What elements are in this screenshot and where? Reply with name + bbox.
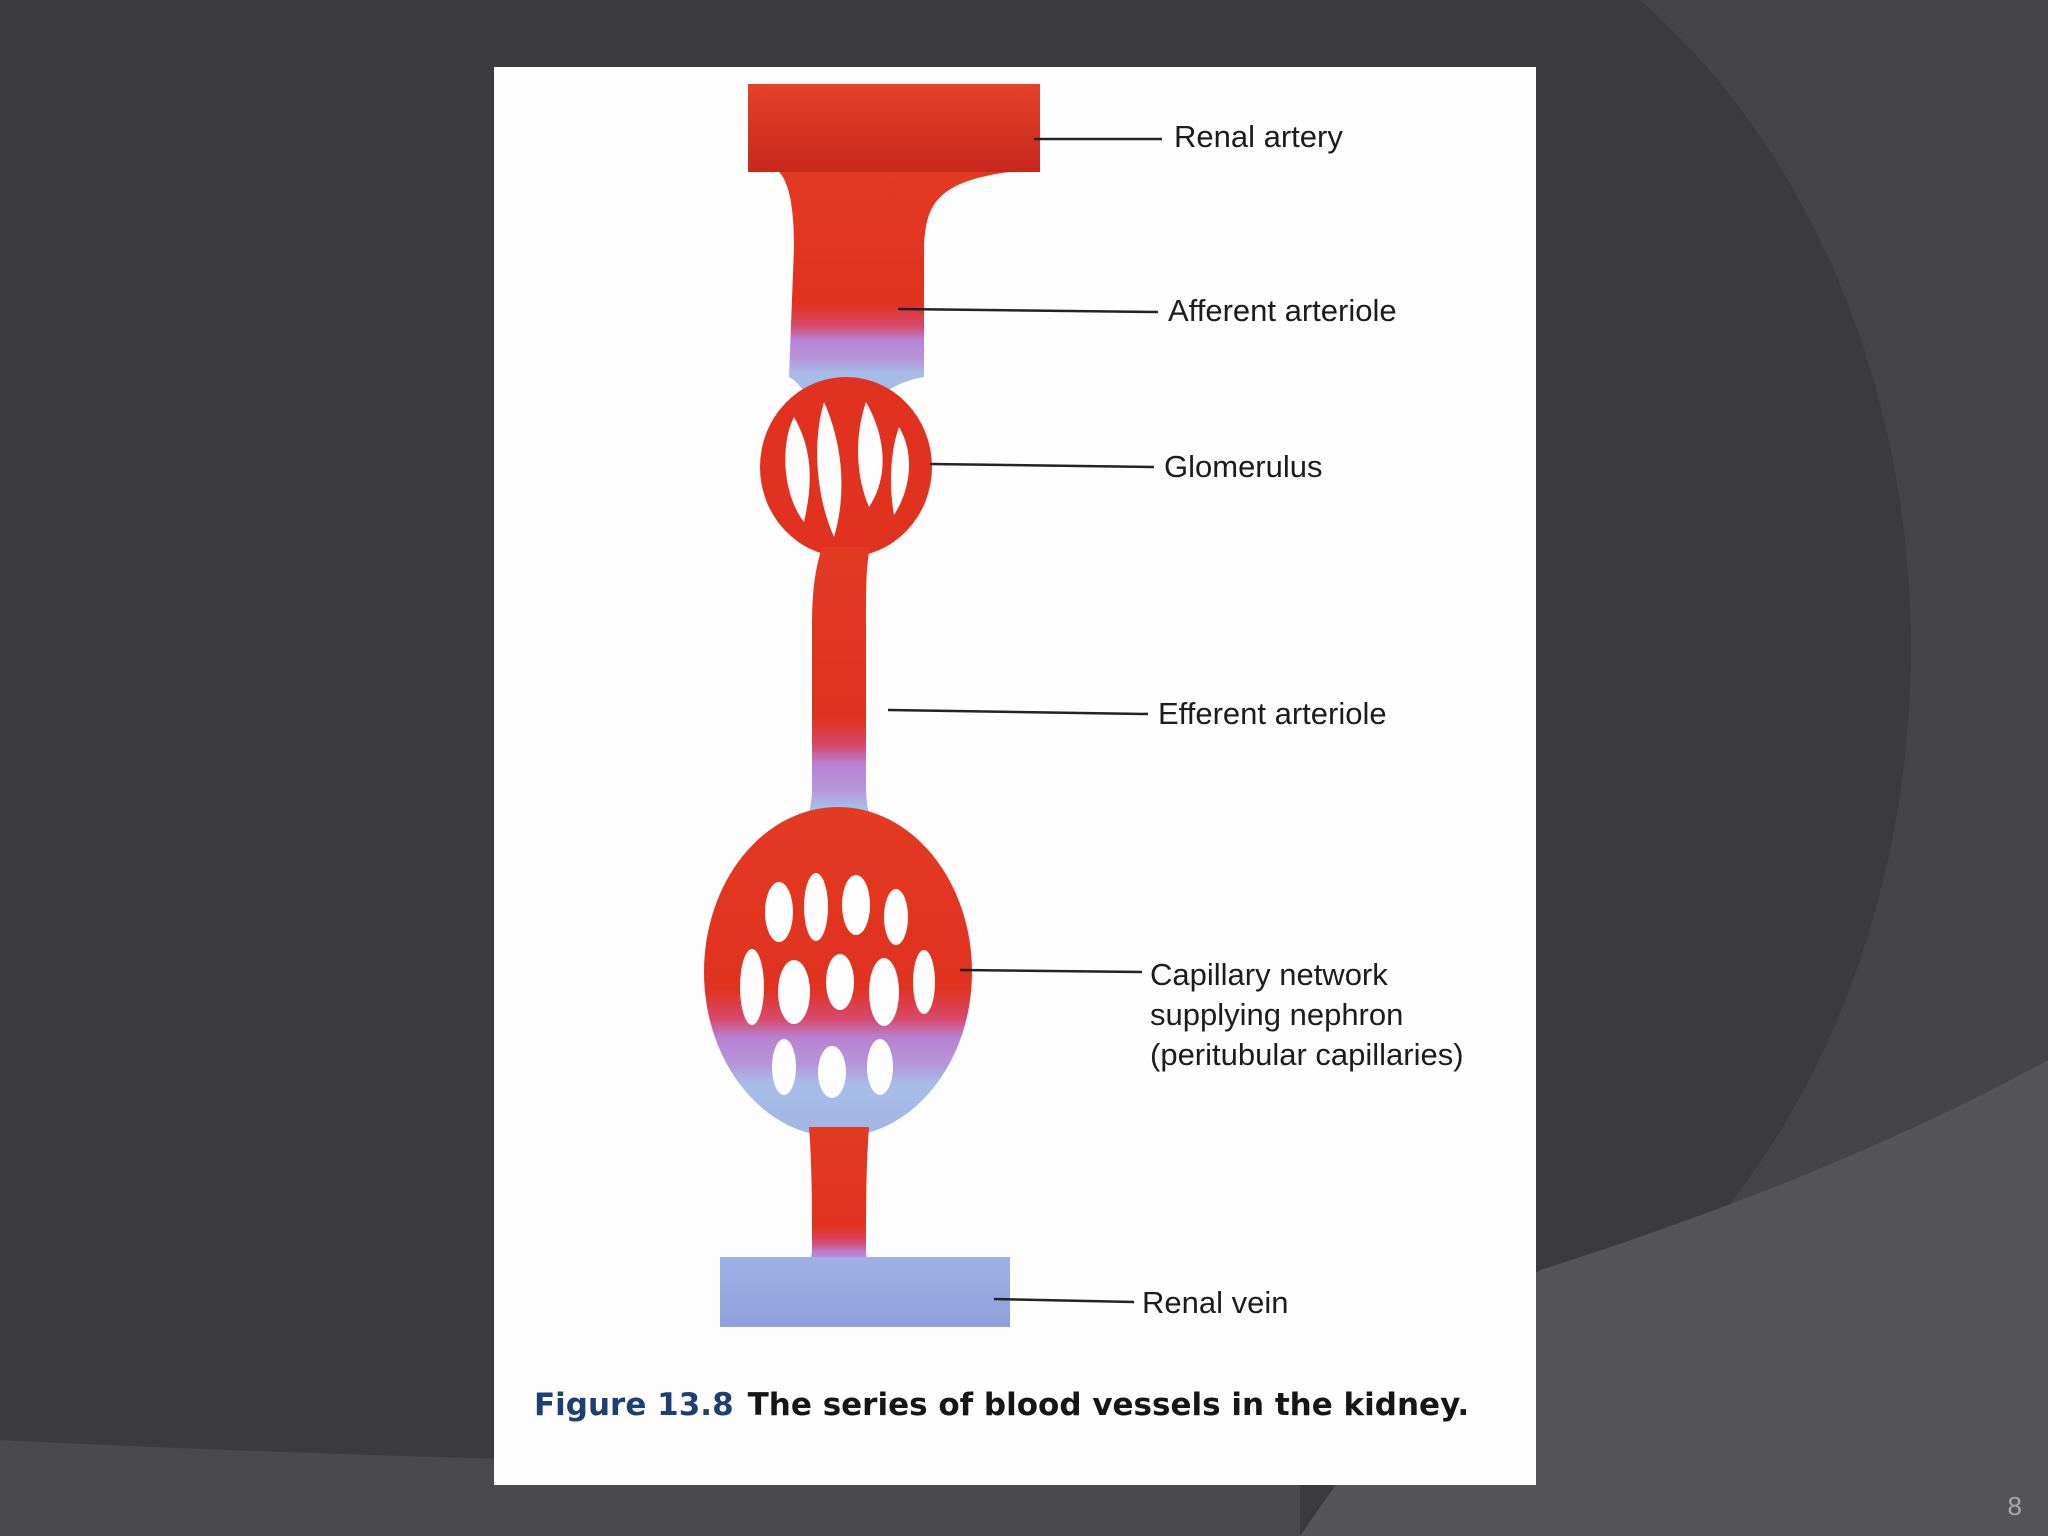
afferent-arteriole — [779, 172, 1009, 412]
venule — [729, 1127, 934, 1307]
figure-card: Renal artery Afferent arteriole Glomerul… — [494, 67, 1536, 1485]
leader-line-capillary-network — [959, 968, 1143, 974]
efferent-arteriole — [784, 547, 904, 857]
label-glomerulus: Glomerulus — [1164, 449, 1323, 484]
label-afferent-arteriole: Afferent arteriole — [1168, 293, 1397, 328]
label-renal-artery: Renal artery — [1174, 119, 1343, 154]
renal-vein — [720, 1257, 1010, 1327]
label-capillary-network: Capillary network supplying nephron (per… — [1150, 957, 1464, 1072]
background-arc-shape — [0, 1440, 1300, 1536]
figure-caption-text: The series of blood vessels in the kidne… — [747, 1387, 1470, 1423]
renal-artery — [748, 84, 1040, 172]
slide-number: 8 — [2007, 1491, 2022, 1521]
leader-line-renal-vein — [993, 1297, 1135, 1304]
glomerulus-loops — [785, 402, 910, 537]
figure-caption: Figure 13.8 The series of blood vessels i… — [534, 1387, 1469, 1423]
leader-line-glomerulus — [929, 462, 1155, 469]
label-efferent-arteriole: Efferent arteriole — [1158, 696, 1387, 731]
leader-line-efferent-arteriole — [887, 708, 1149, 716]
leader-lines — [887, 137, 1162, 1304]
label-renal-vein: Renal vein — [1142, 1285, 1289, 1320]
capillary-gaps — [740, 873, 935, 1098]
leader-line-afferent-arteriole — [897, 307, 1159, 314]
figure-number: Figure 13.8 — [534, 1387, 734, 1423]
blood-vessel-diagram — [704, 84, 1162, 1327]
